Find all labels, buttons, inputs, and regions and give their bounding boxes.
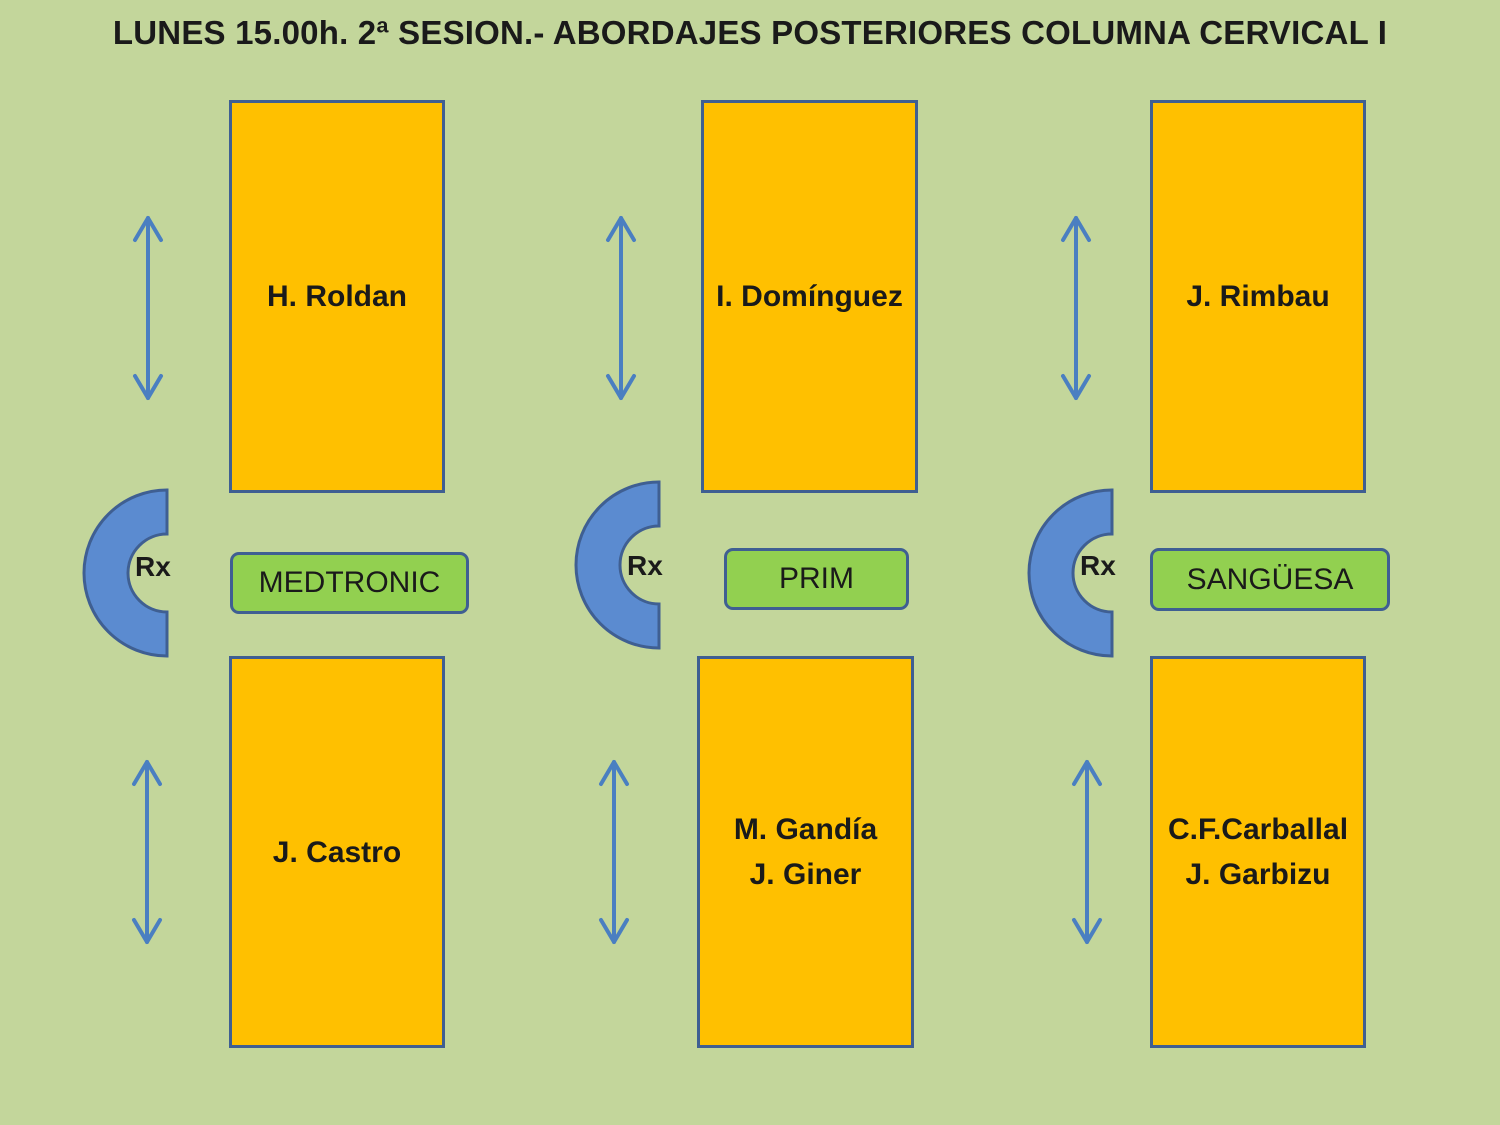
sponsor-box: PRIM	[724, 548, 909, 610]
c-arm-icon	[82, 488, 169, 658]
operating-table-bottom: M. Gandía J. Giner	[697, 656, 914, 1048]
sponsor-label: SANGÜESA	[1186, 562, 1354, 596]
operating-table-top: J. Rimbau	[1150, 100, 1366, 493]
surgeon-name: I. Domínguez	[716, 280, 903, 313]
double-arrow-icon	[1061, 216, 1091, 400]
operating-table-bottom: J. Castro	[229, 656, 445, 1048]
double-arrow-icon	[599, 760, 629, 944]
rx-label: Rx	[627, 550, 663, 581]
sponsor-label: MEDTRONIC	[258, 566, 441, 599]
surgeon-name: J. Castro	[272, 835, 402, 869]
page-title: LUNES 15.00h. 2ª SESION.- ABORDAJES POST…	[112, 14, 1388, 51]
double-arrow-icon	[132, 760, 162, 944]
operating-table-top: H. Roldan	[229, 100, 445, 493]
surgeon-name: M. Gandía J. Giner	[733, 813, 878, 891]
sponsor-box: SANGÜESA	[1150, 548, 1390, 611]
c-arm-icon	[1027, 488, 1114, 658]
surgeon-name: C.F.Carballal J. Garbizu	[1167, 813, 1349, 891]
surgeon-name: J. Rimbau	[1186, 280, 1330, 313]
sponsor-box: MEDTRONIC	[230, 552, 469, 614]
double-arrow-icon	[133, 216, 163, 400]
surgeon-name: H. Roldan	[267, 280, 407, 313]
double-arrow-icon	[606, 216, 636, 400]
rx-label: Rx	[135, 551, 171, 582]
operating-table-bottom: C.F.Carballal J. Garbizu	[1150, 656, 1366, 1048]
c-arm-icon	[574, 480, 661, 650]
double-arrow-icon	[1072, 760, 1102, 944]
operating-table-top: I. Domínguez	[701, 100, 918, 493]
sponsor-label: PRIM	[779, 562, 854, 595]
rx-label: Rx	[1080, 550, 1116, 581]
